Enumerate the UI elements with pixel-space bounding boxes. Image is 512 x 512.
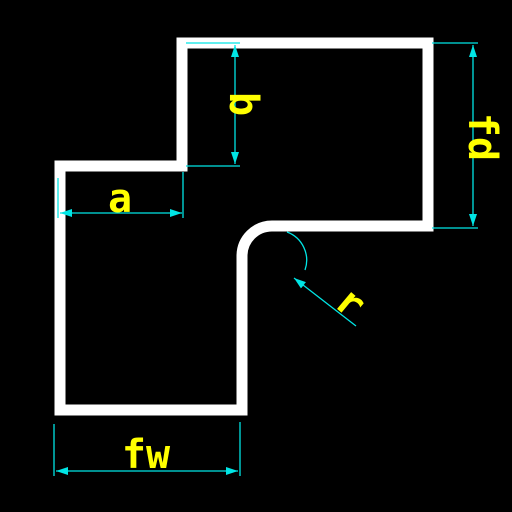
dimension-r-leader [293, 277, 357, 327]
dimension-r-arc-guide [286, 231, 308, 271]
dimension-fw [53, 422, 241, 476]
profile-outline [54, 37, 434, 416]
dimension-r [286, 231, 357, 327]
dimension-b-label: b [220, 92, 266, 116]
dimension-fd-label: fd [459, 113, 505, 161]
dimension-fw-label: fw [122, 432, 171, 478]
dimension-a-label: a [108, 176, 132, 222]
dimension-fd [432, 42, 478, 229]
dimension-b [186, 42, 240, 167]
dimension-a [57, 172, 184, 218]
